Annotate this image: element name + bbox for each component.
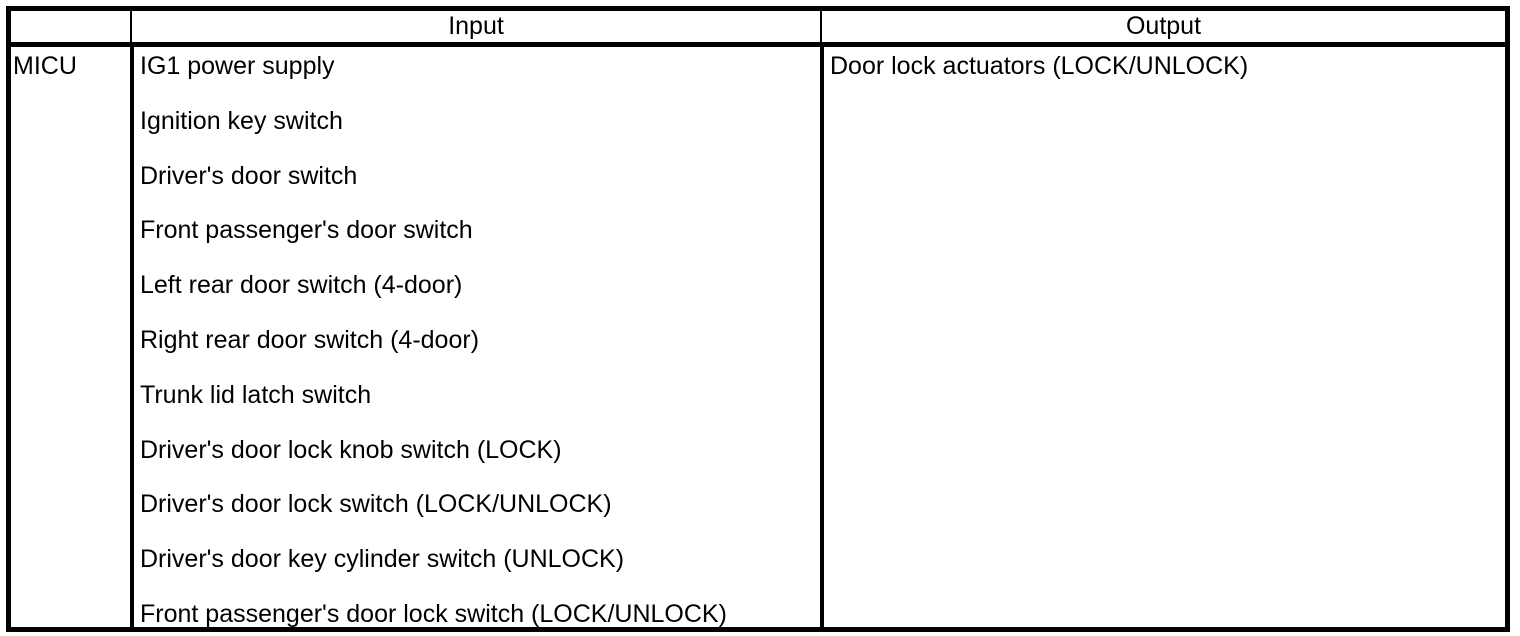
cell-module: MICU (11, 47, 132, 627)
input-list-item: IG1 power supply (140, 52, 335, 80)
input-list-item: Driver's door lock knob switch (LOCK) (140, 435, 562, 464)
input-list-item: Trunk lid latch switch (140, 380, 372, 409)
input-list-item: Driver's door lock switch (LOCK/UNLOCK) (140, 490, 612, 519)
input-list-item: Driver's door key cylinder switch (UNLOC… (140, 545, 625, 574)
input-list-item: Front passenger's door switch (140, 216, 473, 245)
input-list-item: Ignition key switch (140, 106, 343, 135)
table-header-row: Input Output (11, 11, 1505, 47)
column-header-input: Input (448, 12, 504, 40)
input-list-item: Right rear door switch (4-door) (140, 326, 480, 354)
cell-output-list: Door lock actuators (LOCK/UNLOCK) (822, 47, 1505, 627)
input-list-item: Left rear door switch (4-door) (140, 271, 463, 300)
column-divider-1 (130, 11, 132, 627)
column-header-module (11, 11, 130, 42)
input-list-item: Front passenger's door lock switch (LOCK… (140, 600, 727, 628)
module-label: MICU (13, 52, 77, 80)
input-list-item: Driver's door switch (140, 161, 358, 190)
column-divider-2 (820, 11, 822, 627)
column-header-output: Output (1125, 12, 1202, 40)
output-list-item: Door lock actuators (LOCK/UNLOCK) (830, 52, 1249, 80)
